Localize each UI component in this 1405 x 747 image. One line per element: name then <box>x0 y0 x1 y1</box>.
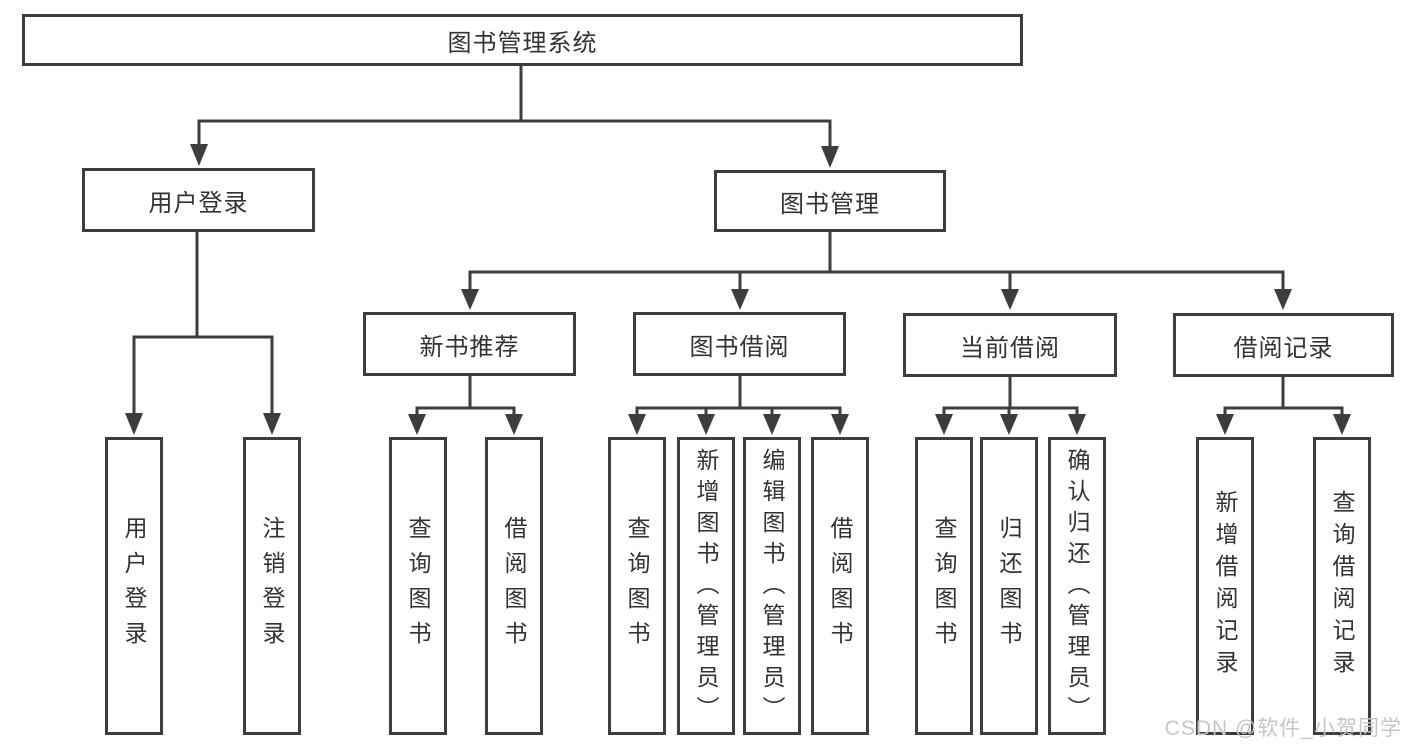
node-label: 图书管理系统 <box>447 29 598 57</box>
leaf-label: 借阅图书 <box>501 516 527 656</box>
leaf-borrow-add-books-admin: 新增图书（管理员） <box>677 437 735 735</box>
leaf-current-return-books: 归还图书 <box>980 437 1038 735</box>
leaf-label: 注销登录 <box>259 516 285 656</box>
node-label: 新书推荐 <box>419 333 520 361</box>
node-label: 借阅记录 <box>1233 334 1334 362</box>
leaf-label: 查询图书 <box>624 516 650 656</box>
node-new-book-recommendation: 新书推荐 <box>363 312 576 376</box>
leaf-label: 归还图书 <box>996 516 1022 656</box>
leaf-label: 新增借阅记录 <box>1212 490 1238 682</box>
node-borrowing-records: 借阅记录 <box>1173 313 1394 377</box>
leaf-label: 借阅图书 <box>827 516 853 656</box>
node-label: 图书借阅 <box>689 333 790 361</box>
leaf-borrow-borrow-books: 借阅图书 <box>811 437 869 735</box>
leaf-label: 查询借阅记录 <box>1329 490 1355 682</box>
leaf-label: 确认归还（管理员） <box>1064 448 1090 727</box>
leaf-label: 编辑图书（管理员） <box>759 448 785 727</box>
node-library-management-system: 图书管理系统 <box>22 14 1023 66</box>
leaf-label: 用户登录 <box>121 516 147 656</box>
leaf-records-add-record: 新增借阅记录 <box>1196 437 1254 735</box>
csdn-watermark: CSDN @软件_小贺同学 <box>1164 717 1402 740</box>
node-current-borrowing: 当前借阅 <box>903 313 1117 377</box>
node-book-management: 图书管理 <box>714 170 946 232</box>
leaf-borrow-query-books: 查询图书 <box>608 437 666 735</box>
node-label: 用户登录 <box>148 189 249 217</box>
node-label: 图书管理 <box>780 190 880 218</box>
leaf-label: 查询图书 <box>931 516 957 656</box>
leaf-current-confirm-return-admin: 确认归还（管理员） <box>1048 437 1106 735</box>
leaf-newbooks-borrow-books: 借阅图书 <box>485 437 543 735</box>
leaf-user-login: 用户登录 <box>105 437 163 735</box>
node-label: 当前借阅 <box>960 334 1060 362</box>
leaf-current-query-books: 查询图书 <box>915 437 973 735</box>
leaf-newbooks-query-books: 查询图书 <box>389 437 447 735</box>
node-book-borrowing: 图书借阅 <box>633 312 846 376</box>
leaf-label: 新增图书（管理员） <box>693 448 719 727</box>
node-user-login: 用户登录 <box>82 168 315 232</box>
leaf-logout: 注销登录 <box>243 437 301 735</box>
leaf-records-query-record: 查询借阅记录 <box>1313 437 1371 735</box>
leaf-label: 查询图书 <box>405 516 431 656</box>
leaf-borrow-edit-books-admin: 编辑图书（管理员） <box>743 437 801 735</box>
